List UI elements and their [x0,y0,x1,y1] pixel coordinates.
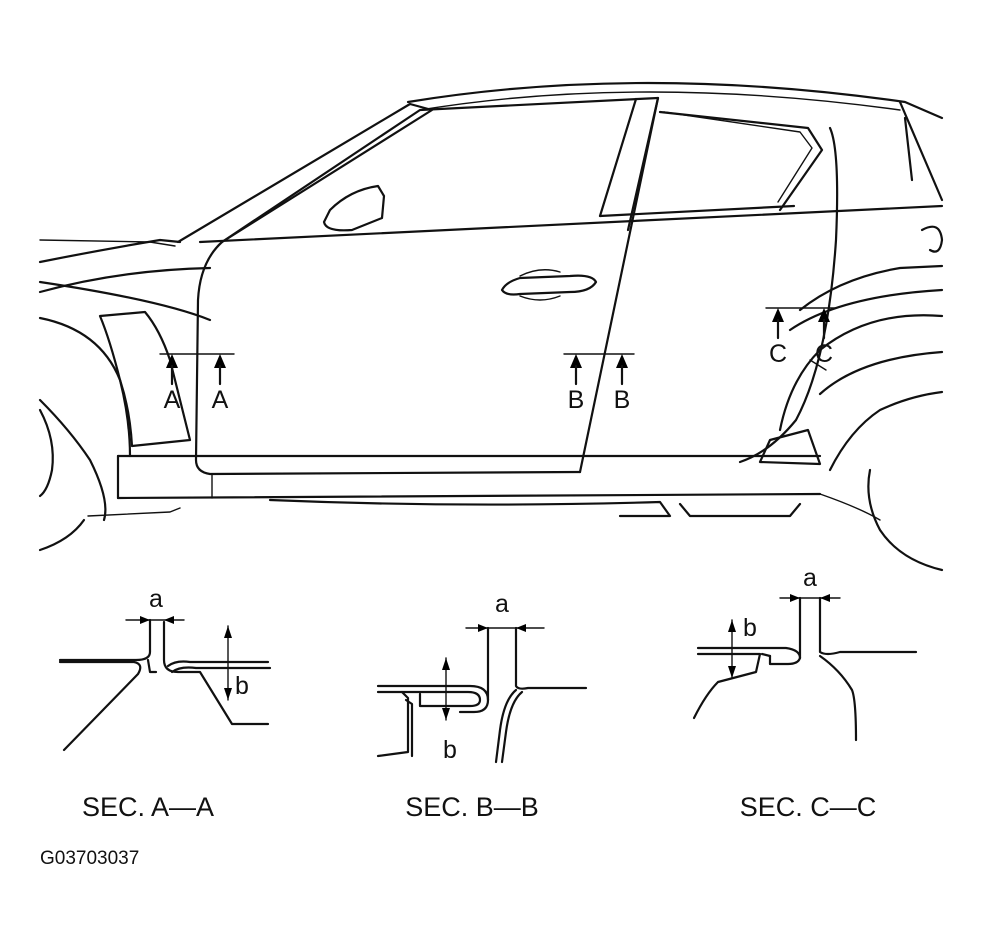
section-b-diagram: a b [376,590,588,764]
marker-c-left-label: C [769,340,787,368]
marker-a-left-label: A [164,386,181,414]
section-c-title: SEC. C—C [740,792,877,822]
section-markers: A A B B C C [159,307,837,414]
section-a-gap-label: a [149,585,163,613]
section-c-diagram: a b [692,564,918,742]
section-b-gap-label: a [495,590,509,618]
marker-b-left-label: B [568,386,585,414]
figure-code: G03703037 [40,848,139,869]
section-c-gap-label: a [803,564,817,592]
section-b-height-label: b [443,736,457,764]
marker-b-right-label: B [614,386,631,414]
section-a-title: SEC. A—A [82,792,214,822]
car-side-view [38,81,944,572]
section-b-title: SEC. B—B [405,792,539,822]
marker-c-right-label: C [815,340,833,368]
marker-a-right-label: A [212,386,229,414]
section-a-height-label: b [235,672,249,700]
section-c-height-label: b [743,614,757,642]
section-a-diagram: a b [58,585,272,752]
